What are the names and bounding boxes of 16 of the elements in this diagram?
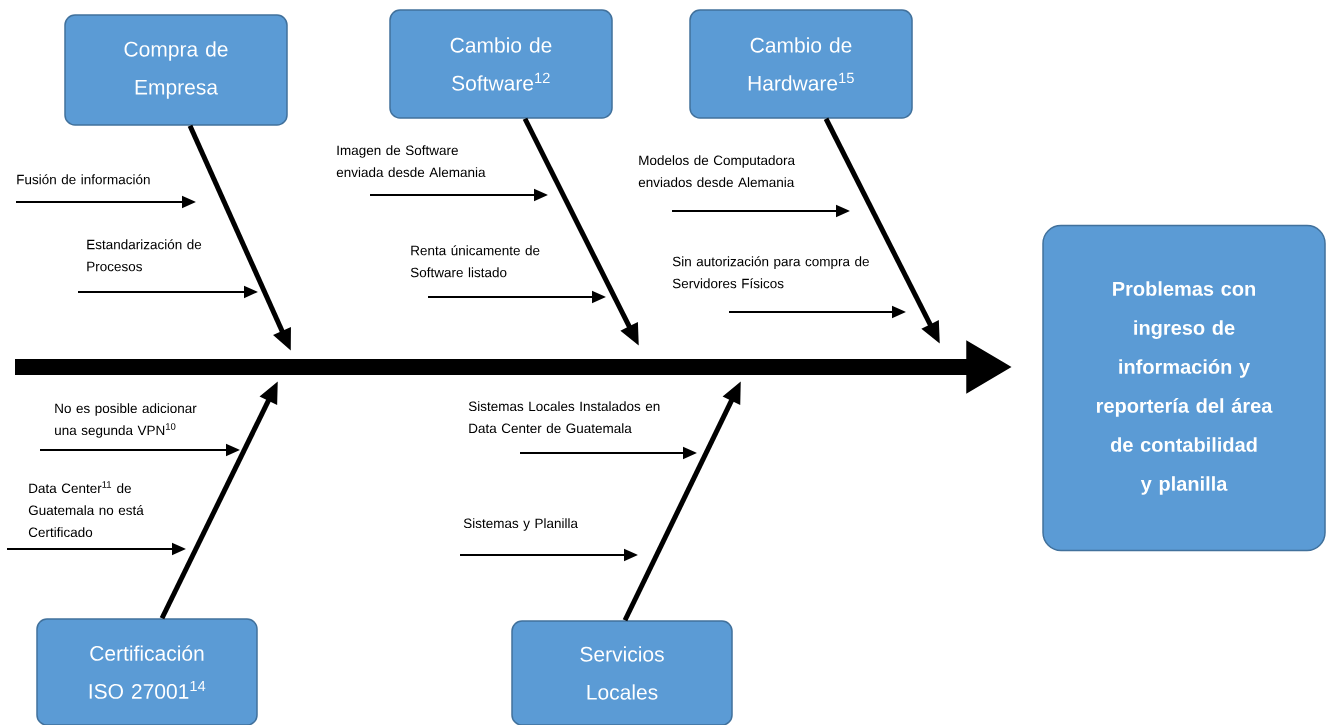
- category-box: Cambio de Hardware$^{15}$: [689, 9, 913, 119]
- cause-text: Estandarización de Procesos: [87, 239, 202, 272]
- category-box: Servicios Locales: [511, 620, 733, 725]
- cause-text: Fusión de información: [17, 174, 150, 185]
- cause-text: Modelos de Computadora enviados desde Alemania: [638, 155, 795, 188]
- category-box: Cambio de Software$^{12}$: [389, 9, 613, 119]
- effect-box: Problemas con ingreso de información y reportería del área de contabilidad y planilla: [1042, 224, 1326, 552]
- category-box: Compra de Empresa: [64, 14, 288, 126]
- cause-text: No es posible adicionar una segunda VPN$^{10}$: [55, 403, 197, 438]
- cause-text: Imagen de Software enviada desde Alemania: [336, 145, 486, 178]
- cause-text: Sin autorización para compra de Servidores Físicos: [672, 256, 869, 289]
- cause-text: Data Center$^{11}$ de Guatemala no está Certificado: [28, 481, 144, 538]
- cause-text: Sistemas y Planilla: [463, 518, 578, 531]
- category-box: Certificación ISO 27001$^{14}$: [36, 618, 258, 725]
- cause-text: Sistemas Locales Instalados en Data Center de Guatemala: [468, 401, 660, 434]
- cause-text: Renta únicamente de Software listado: [410, 245, 540, 278]
